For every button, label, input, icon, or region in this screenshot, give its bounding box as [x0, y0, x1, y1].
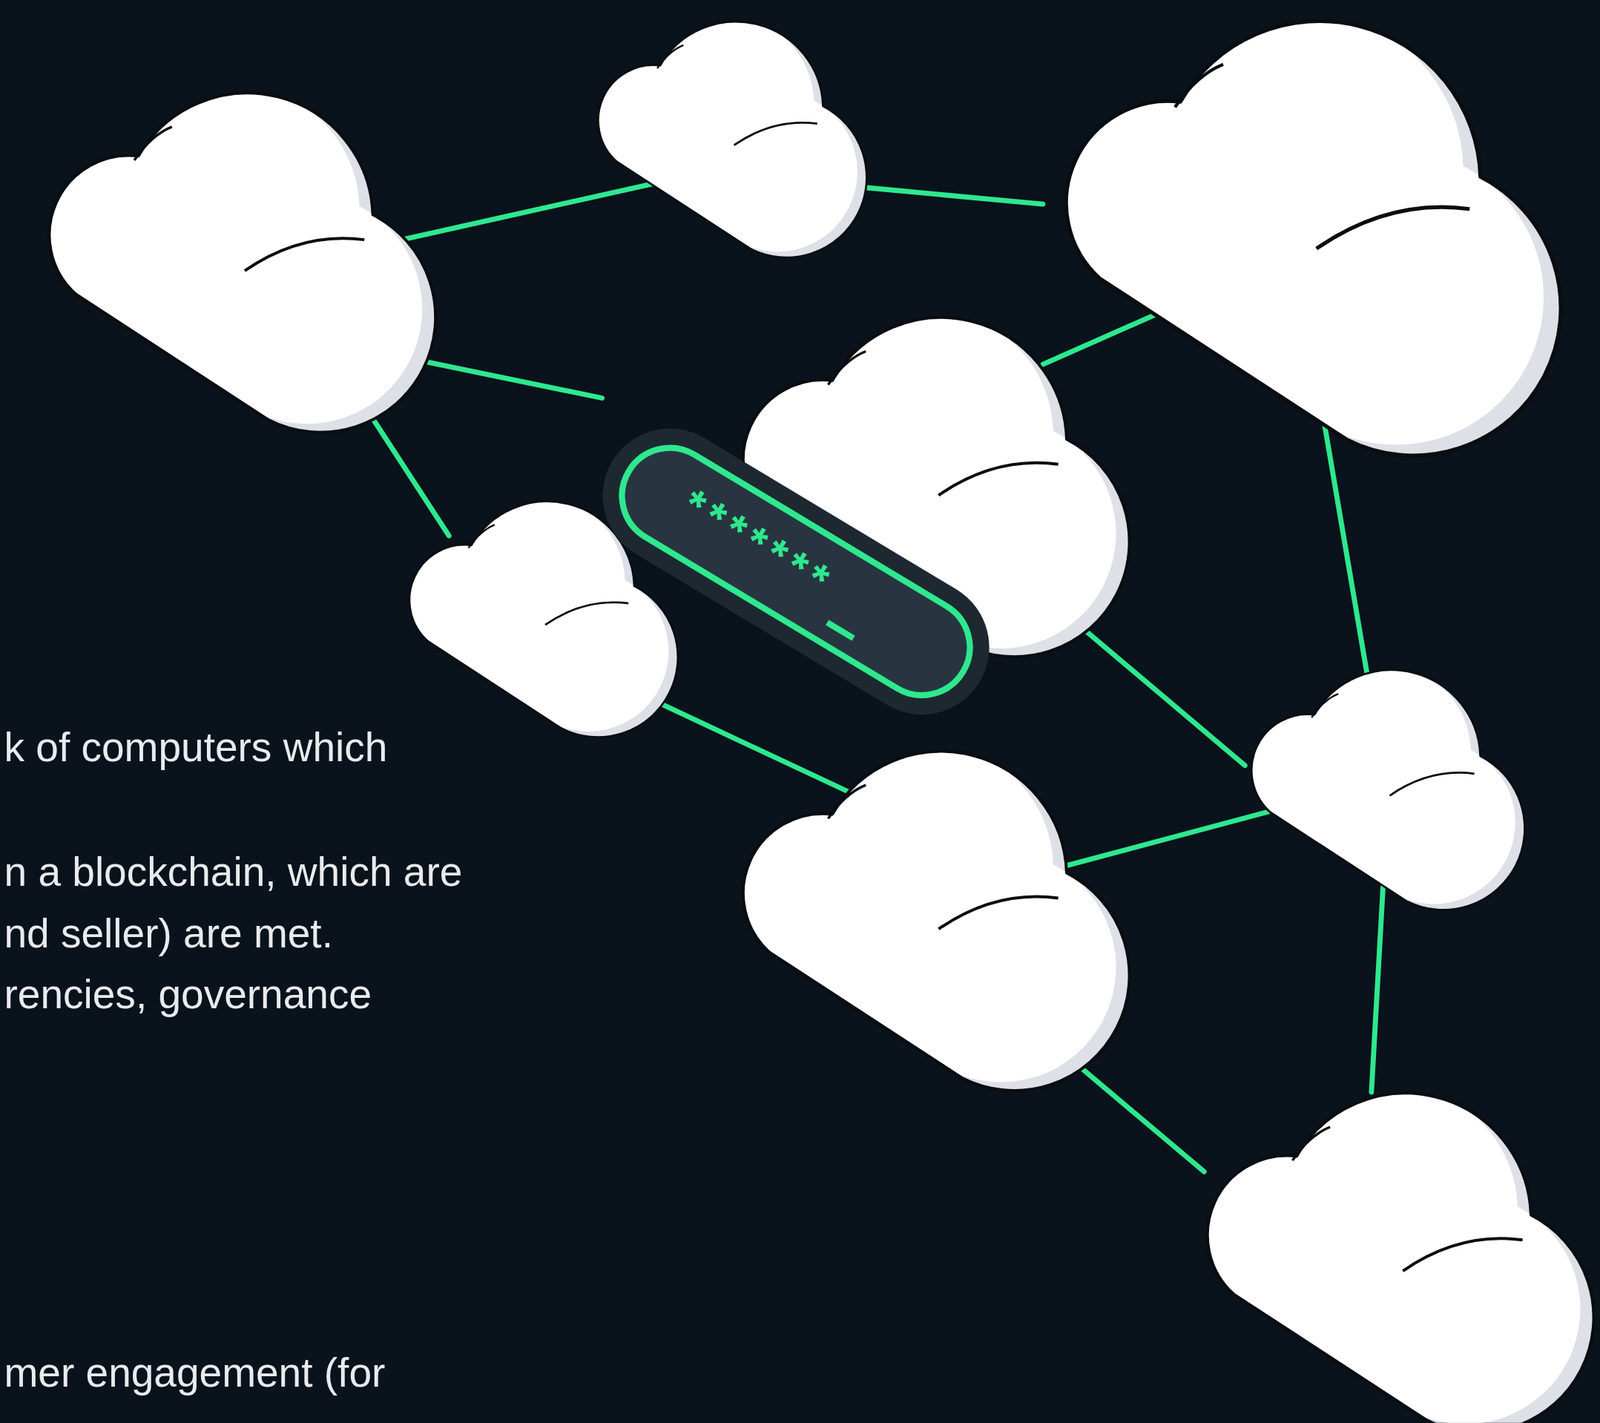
text-cursor [825, 620, 856, 641]
body-text-fragment: n a blockchain, which are [4, 850, 463, 892]
cloud [1241, 663, 1525, 910]
cloud [35, 84, 436, 432]
cloud [1194, 1084, 1595, 1422]
cloud [1048, 10, 1561, 456]
body-text-fragment: k of computers which [4, 726, 388, 767]
body-text-fragment: mer engagement (for [4, 1352, 386, 1394]
body-text-fragment: nd seller) are met. [4, 912, 334, 954]
body-text-fragment: rencies, governance [4, 973, 373, 1015]
cloud [588, 15, 867, 258]
cloud [729, 742, 1130, 1090]
